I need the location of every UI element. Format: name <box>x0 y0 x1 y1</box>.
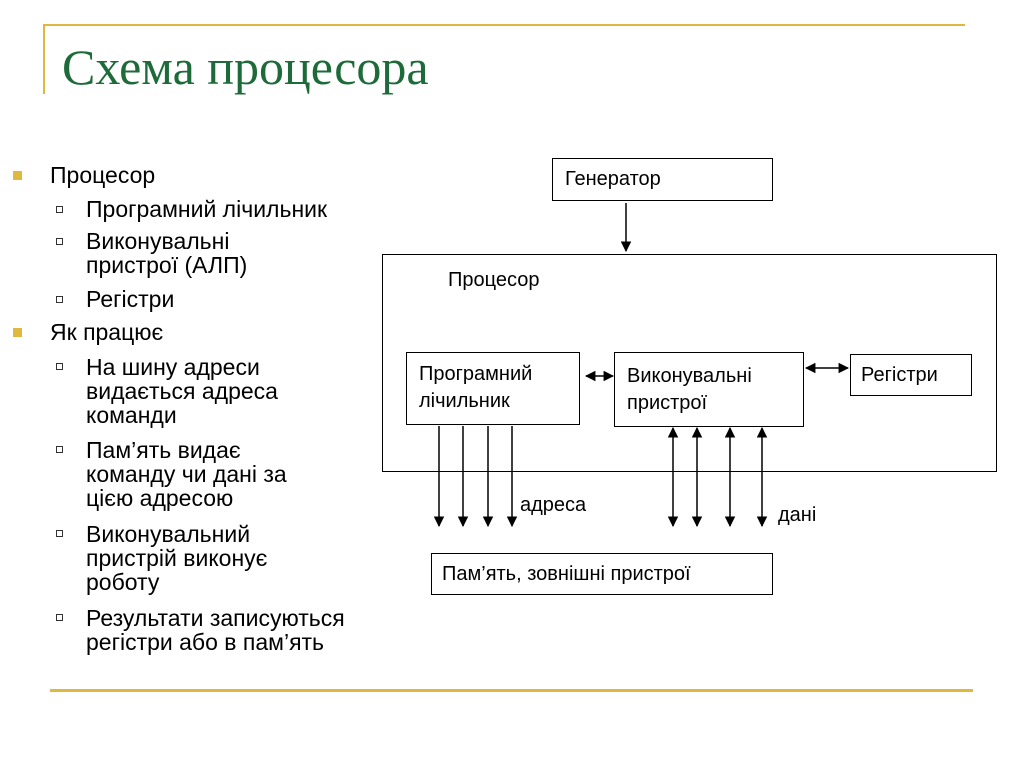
memory-label: Пам’ять, зовнішні пристрої <box>442 563 691 585</box>
sub-bullet-item: Програмний лічильник <box>86 196 328 222</box>
bullet-item: Як працює <box>50 319 164 345</box>
top-rule <box>43 24 965 26</box>
program-counter-box: Програмний лічильник <box>406 352 580 425</box>
sub-bullet-item: Виконувальний пристрій виконує роботу <box>86 521 268 595</box>
registers-box: Регістри <box>850 354 972 396</box>
sub-bullet-icon <box>56 363 63 370</box>
execution-units-box: Виконувальні пристрої <box>614 352 804 427</box>
sub-bullet-icon <box>56 296 63 303</box>
bottom-rule <box>50 689 973 692</box>
left-rule <box>43 24 45 94</box>
execution-units-label: Виконувальні пристрої <box>627 365 752 414</box>
sub-bullet-item: На шину адреси видається адреса команди <box>86 354 278 428</box>
sub-bullet-icon <box>56 206 63 213</box>
generator-box: Генератор <box>552 158 773 201</box>
sub-bullet-item: Результати записуються регістри або в па… <box>86 605 345 655</box>
generator-label: Генератор <box>565 168 661 190</box>
sub-bullet-icon <box>56 530 63 537</box>
address-label: адреса <box>520 494 587 516</box>
processor-label: Процесор <box>448 269 540 291</box>
program-counter-label: Програмний лічильник <box>419 363 533 412</box>
sub-bullet-item: Регістри <box>86 286 175 312</box>
data-label: дані <box>778 504 817 526</box>
bullet-square-icon <box>13 328 22 337</box>
memory-box: Пам’ять, зовнішні пристрої <box>431 553 773 595</box>
sub-bullet-icon <box>56 614 63 621</box>
slide-title: Схема процесора <box>62 39 429 95</box>
sub-bullet-icon <box>56 446 63 453</box>
registers-label: Регістри <box>861 364 938 386</box>
sub-bullet-item: Виконувальні пристрої (АЛП) <box>86 228 248 278</box>
sub-bullet-item: Пам’ять видає команду чи дані за цією ад… <box>86 437 287 511</box>
bullet-square-icon <box>13 171 22 180</box>
sub-bullet-icon <box>56 238 63 245</box>
bullet-item: Процесор <box>50 162 156 188</box>
